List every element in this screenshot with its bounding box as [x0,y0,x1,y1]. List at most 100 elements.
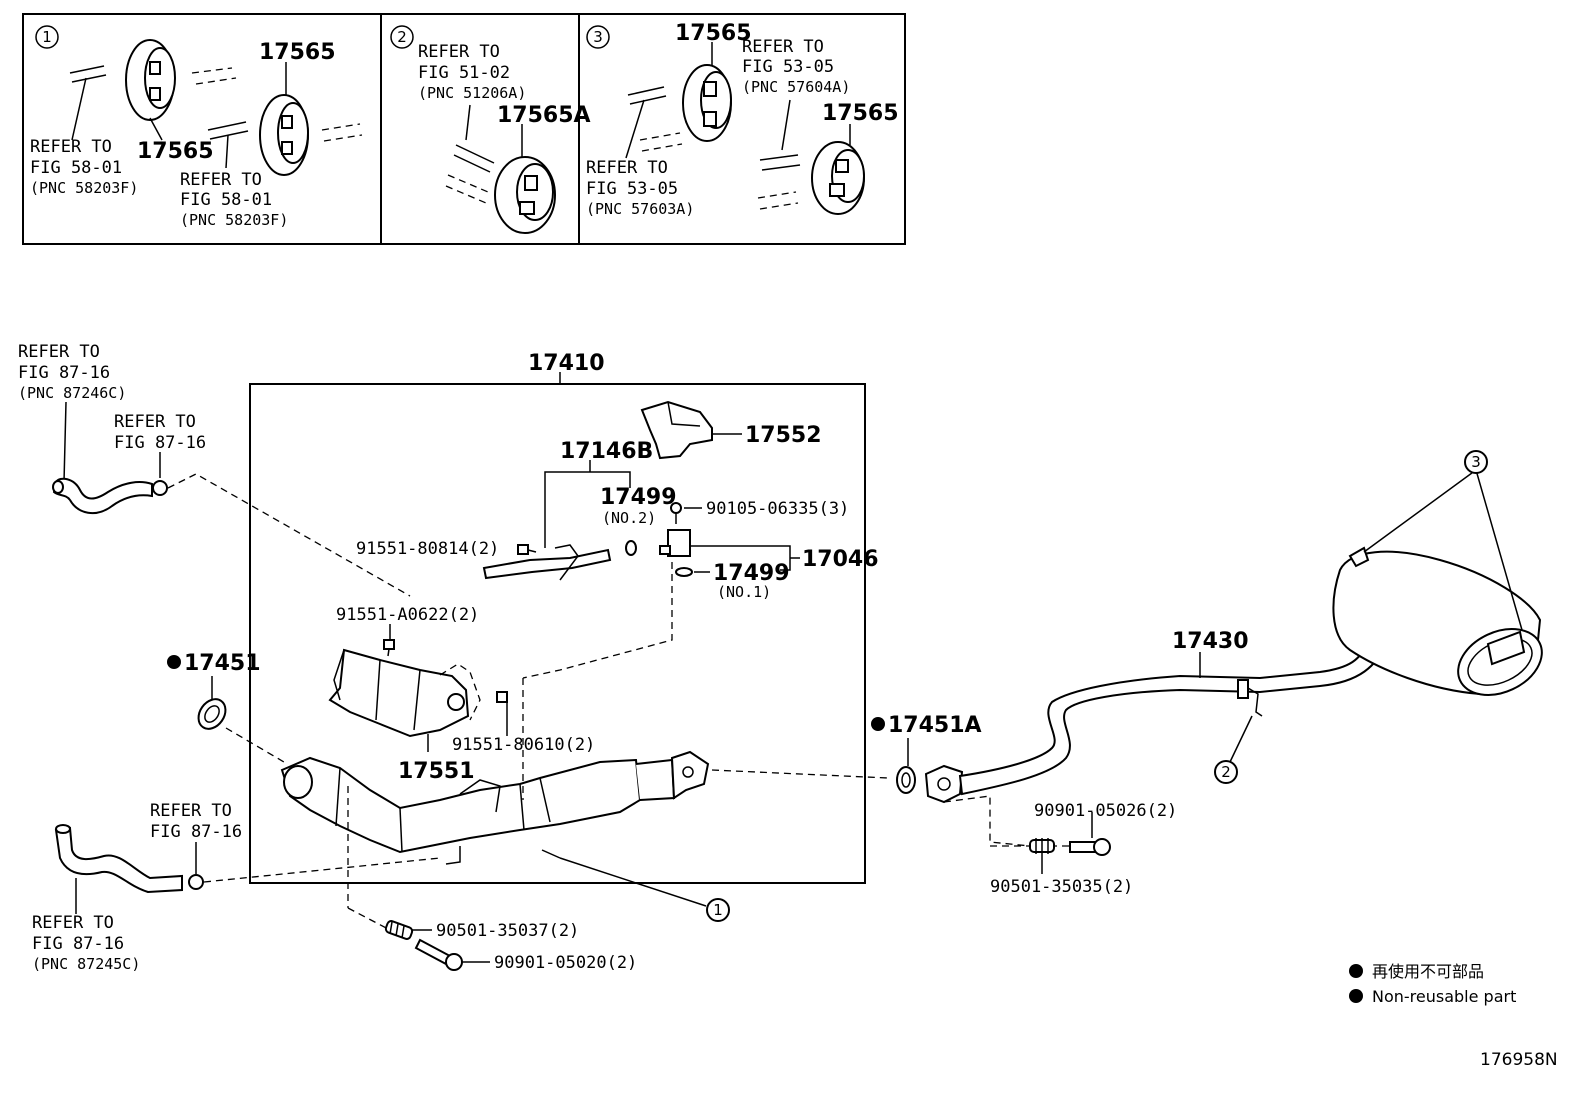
diagram-id: 176958N [1480,1050,1558,1070]
part-number-label: 90105-06335(3) [706,499,849,519]
part-number-label: 17451 [184,651,261,676]
part-number-label: 17551 [398,759,475,784]
refer-text: FIG 53-05 [586,179,678,199]
part-number-label: 17146B [560,439,653,464]
inset-number-circle [586,25,610,49]
left-hoses: REFER TO FIG 87-16 (PNC 87246C) REFER TO… [18,342,441,973]
non-reusable-dot-icon [1349,989,1363,1003]
refer-text: FIG 53-05 [742,57,834,77]
inset-panels: 1 [22,13,906,245]
inset-number: 3 [593,28,603,46]
part-number-label: 90901-05026(2) [1034,801,1177,821]
refer-text: FIG 87-16 [150,822,242,842]
inset-number-circle [35,25,59,49]
refer-text: REFER TO [418,42,500,62]
refer-text: REFER TO [30,137,112,157]
exhaust-gasket-icon [896,766,916,794]
refer-text: FIG 87-16 [32,934,124,954]
part-number-label: 17430 [1172,629,1249,654]
part-number-label: 17565 [137,139,214,164]
tail-pipe-assembly: 17451A 17430 2 3 [711,450,1543,897]
exhaust-hanger-icon [125,39,176,121]
inset-number-circle [390,25,414,49]
part-number-label: 17565 [822,101,899,126]
refer-text: (PNC 51206A) [418,84,526,102]
callout-number: 1 [713,901,723,919]
part-number-label: 90901-05020(2) [494,953,637,973]
heat-shield-bracket-icon [640,400,713,460]
exhaust-gasket-icon [197,698,227,730]
catalytic-converter-icon [280,750,710,865]
part-number-label: 17565 [675,21,752,46]
part-number-label: 17451A [888,713,982,738]
refer-text: REFER TO [150,801,232,821]
refer-text: (PNC 87246C) [18,384,126,402]
spring-icon [384,920,414,940]
callout-number: 2 [1221,763,1231,781]
refer-text: FIG 58-01 [30,158,122,178]
inset-frame [22,13,906,245]
bolt-icon [383,639,395,657]
bolt-icon [517,544,537,555]
gasket-ring-icon [675,567,693,577]
exhaust-hanger-icon [494,156,556,234]
part-number-label: 17552 [745,423,822,448]
bolt-icon [1069,838,1111,856]
part-number-label: 91551-A0622(2) [336,605,479,625]
bolt-icon [414,938,463,971]
tail-pipe-icon [924,632,1390,804]
inset-number: 1 [42,28,52,46]
refer-text: (PNC 57603A) [586,200,694,218]
vacuum-hose-icon [54,824,183,894]
part-number-label: 17499 [600,485,677,510]
muffler-icon [1332,546,1543,696]
refer-text: REFER TO [180,170,262,190]
hose-clamp-icon [152,480,168,496]
assembly-frame [249,383,866,884]
part-number-label: 91551-80814(2) [356,539,499,559]
legend-en: Non-reusable part [1372,987,1516,1006]
part-note: (NO.1) [717,583,771,601]
exhaust-hanger-icon [811,141,865,215]
refer-text: REFER TO [32,913,114,933]
refer-text: (PNC 57604A) [742,78,850,96]
refer-text: REFER TO [18,342,100,362]
sensor-pipe-icon [482,544,612,581]
refer-text: (PNC 58203F) [30,179,138,197]
non-reusable-dot-icon [167,655,181,669]
pressure-sensor-icon [659,529,691,557]
refer-text: (PNC 58203F) [180,211,288,229]
refer-text: REFER TO [114,412,196,432]
callout-number: 3 [1471,453,1481,471]
part-note: (NO.2) [602,509,656,527]
part-number-label: 17565A [497,103,591,128]
bottom-fasteners: 90501-35037(2) 90901-05020(2) [347,786,637,973]
legend-jp: 再使用不可部品 [1372,962,1484,981]
refer-text: FIG 58-01 [180,190,272,210]
part-number-label: 17565 [259,40,336,65]
part-number-label: 17499 [713,561,790,586]
inset-number: 2 [397,28,407,46]
heat-insulator-icon [328,648,470,738]
bolt-icon [670,502,682,524]
legend: 再使用不可部品 Non-reusable part [1349,962,1516,1006]
part-number-label: 17046 [802,547,879,572]
hanger-bracket-icon [1237,679,1263,717]
vacuum-hose-icon [52,477,153,515]
bolt-icon [496,691,508,703]
spring-icon [1029,838,1055,854]
hose-clamp-icon [188,874,204,890]
refer-text: FIG 87-16 [18,363,110,383]
gasket-ring-icon [625,540,637,556]
exhaust-hanger-icon [259,94,309,176]
non-reusable-dot-icon [1349,964,1363,978]
assembly-part-number: 17410 [528,351,605,376]
main-assembly: 17410 17552 17146B 17499 (NO.2) 90105-06… [249,351,879,884]
refer-text: (PNC 87245C) [32,955,140,973]
inset-3: 3 17565 REFER TO FIG 53-05 (PNC 57604A) [586,21,899,218]
part-number-label: 90501-35035(2) [990,877,1133,897]
refer-text: FIG 87-16 [114,433,206,453]
part-number-label: 90501-35037(2) [436,921,579,941]
refer-text: REFER TO [742,37,824,57]
